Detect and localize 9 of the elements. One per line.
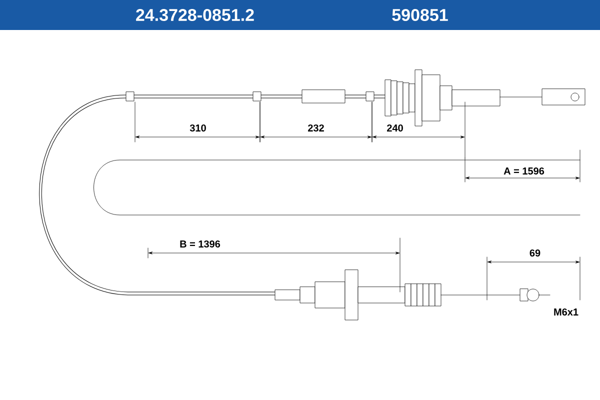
part-number: 590851: [392, 8, 448, 22]
dimension-label: A = 1596: [504, 167, 544, 175]
dimension-label: 240: [387, 124, 403, 132]
part-number: 24.3728-0851.2: [136, 8, 254, 22]
dimension-label: B = 1396: [180, 240, 220, 248]
dimension-label: 69: [530, 249, 540, 257]
dimension-label: 310: [190, 124, 206, 132]
dimension-label: M6x1: [554, 308, 578, 316]
dimension-label: 232: [308, 124, 324, 132]
